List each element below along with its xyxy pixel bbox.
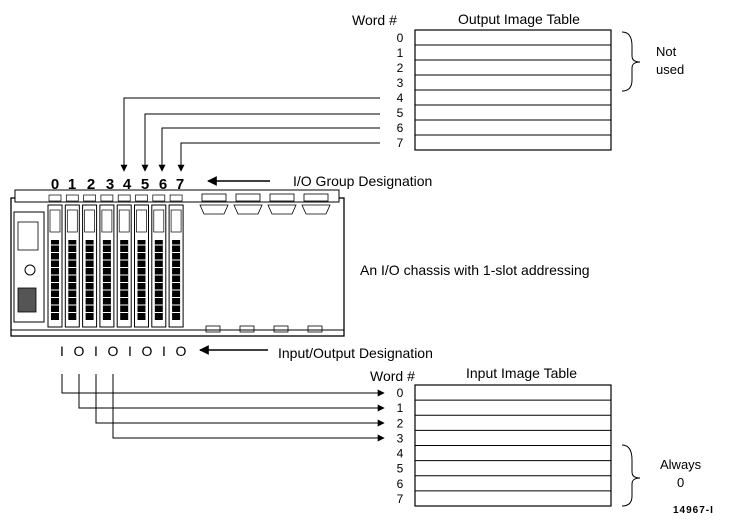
output-link-6: [158, 127, 380, 172]
io-letter-2: I: [94, 343, 98, 359]
io-module-1: [64, 194, 80, 328]
group-number-6: 6: [159, 176, 167, 193]
output-word-1: 1: [397, 46, 404, 60]
input-word-2: 2: [397, 416, 404, 430]
output-not-used-brace: [621, 31, 641, 92]
io-module-0: [47, 194, 63, 328]
input-word-4: 4: [397, 447, 404, 461]
input-word-3: 3: [397, 431, 404, 445]
input-word-5: 5: [397, 462, 404, 476]
input-link-1: [78, 374, 385, 412]
io-designation-label: Input/Output Designation: [278, 345, 433, 361]
output-word-4: 4: [397, 91, 404, 105]
figure-id: 14967-I: [673, 505, 714, 516]
output-table-title: Output Image Table: [458, 11, 580, 27]
group-number-5: 5: [141, 176, 149, 193]
chassis-label: An I/O chassis with 1-slot addressing: [360, 262, 590, 278]
input-word-7: 7: [397, 492, 404, 506]
input-note-line2: 0: [677, 475, 684, 490]
group-designation-label: I/O Group Designation: [293, 173, 432, 189]
io-letter-6: I: [162, 343, 166, 359]
io-module-4: [116, 194, 132, 328]
adapter-connector: [17, 287, 37, 313]
output-word-7: 7: [397, 136, 404, 150]
output-word-5: 5: [397, 106, 404, 120]
input-link-2: [95, 374, 385, 427]
output-note-line2: used: [656, 62, 684, 77]
io-module-2: [82, 194, 98, 328]
output-link-4: [120, 97, 380, 172]
group-number-3: 3: [106, 176, 114, 193]
input-word-header: Word #: [370, 368, 415, 384]
input-word-0: 0: [397, 386, 404, 400]
io-letter-0: I: [60, 343, 64, 359]
group-number-0: 0: [51, 176, 59, 193]
io-letter-5: O: [142, 343, 153, 359]
io-module-5: [134, 194, 149, 328]
output-connections: [120, 97, 380, 172]
output-word-6: 6: [397, 121, 404, 135]
output-link-7: [177, 142, 380, 172]
empty-slot-2: [267, 193, 297, 333]
input-link-0: [61, 374, 385, 397]
empty-slot-0: [199, 193, 229, 333]
group-number-2: 2: [87, 176, 95, 193]
group-number-1: 1: [68, 176, 76, 193]
io-letter-7: O: [176, 343, 187, 359]
group-number-7: 7: [176, 176, 184, 193]
empty-slot-1: [233, 193, 263, 333]
input-connections: [61, 374, 385, 442]
empty-slot-3: [301, 193, 331, 333]
output-word-3: 3: [397, 76, 404, 90]
input-word-6: 6: [397, 477, 404, 491]
output-word-0: 0: [397, 31, 404, 45]
adapter-switch-icon: [24, 264, 36, 276]
io-module-3: [99, 194, 115, 328]
io-module-6: [151, 194, 167, 328]
input-always-zero-brace: [621, 444, 641, 507]
output-word-2: 2: [397, 61, 404, 75]
io-letter-4: I: [128, 343, 132, 359]
adapter-leds: [17, 221, 39, 251]
io-letter-1: O: [74, 343, 85, 359]
input-table-title: Input Image Table: [466, 365, 577, 381]
empty-slots: [199, 193, 331, 333]
io-module-7: [168, 194, 184, 328]
input-table-rows: [415, 399, 611, 492]
io-chassis: [10, 189, 345, 337]
output-word-header: Word #: [352, 12, 397, 28]
io-module-slots: [47, 194, 184, 328]
input-note-line1: Always: [660, 457, 702, 472]
output-link-5: [141, 113, 380, 172]
input-link-3: [112, 374, 385, 442]
adapter-module: [13, 211, 45, 323]
input-word-1: 1: [397, 401, 404, 415]
output-table-rows: [415, 44, 611, 136]
group-number-4: 4: [123, 176, 132, 193]
io-letter-3: O: [108, 343, 119, 359]
output-note-line1: Not: [656, 44, 677, 59]
